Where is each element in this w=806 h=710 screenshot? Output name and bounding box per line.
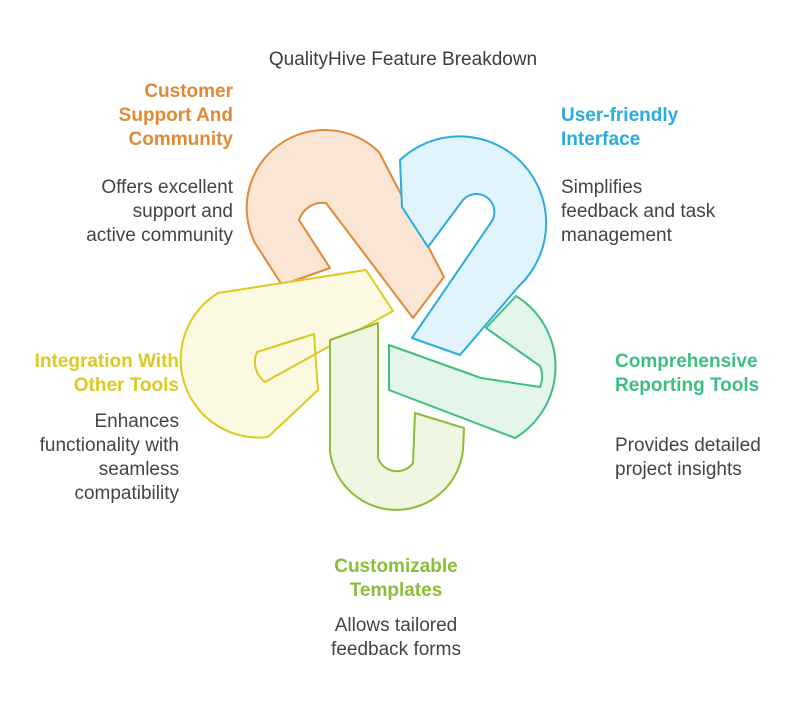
link-customizable-templates — [329, 322, 465, 511]
heading-customizable-templates: Customizable Templates — [334, 556, 458, 601]
heading-customer-support: Customer Support And Community — [118, 81, 233, 150]
link-customer-support — [245, 129, 445, 319]
link-user-friendly-interface — [399, 135, 548, 356]
description-user-friendly-interface: Simplifies feedback and task management — [561, 177, 716, 246]
link-reporting-tools — [388, 295, 557, 439]
description-integration: Enhances functionality with seamless com… — [39, 411, 179, 504]
heading-integration: Integration With Other Tools — [34, 351, 179, 396]
description-customizable-templates: Allows tailored feedback forms — [331, 615, 461, 660]
heading-reporting-tools: Comprehensive Reporting Tools — [615, 351, 760, 396]
heading-user-friendly-interface: User-friendly Interface — [561, 105, 679, 150]
description-reporting-tools: Provides detailed project insights — [615, 435, 761, 480]
diagram-title: QualityHive Feature Breakdown — [268, 49, 538, 70]
link-integration — [179, 269, 394, 439]
description-customer-support: Offers excellent support and active comm… — [86, 177, 233, 246]
